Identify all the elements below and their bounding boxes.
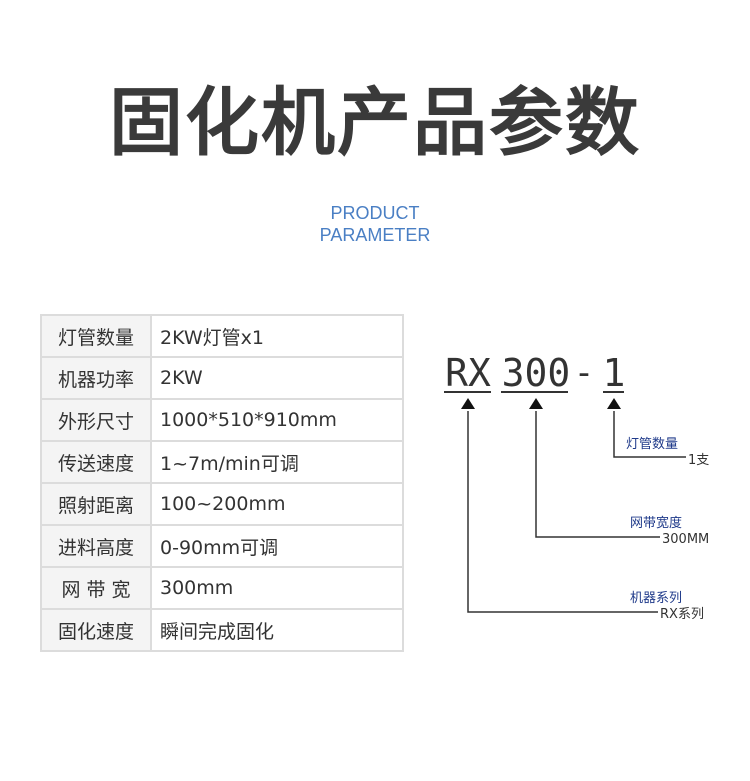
spec-key: 照射距离 — [40, 482, 152, 526]
annotation-lamp-value: 1支 — [688, 453, 709, 468]
pointer-triangle-icon — [607, 398, 621, 409]
spec-key: 传送速度 — [40, 440, 152, 484]
spec-value: 2KW — [150, 356, 404, 400]
table-row: 固化速度 瞬间完成固化 — [40, 608, 404, 652]
spec-value: 瞬间完成固化 — [150, 608, 404, 652]
model-series-code: RX — [445, 351, 491, 395]
model-code-diagram: RX 300 - 1 灯管数量 1支 网带宽度 300MM 机器系列 RX系列 — [444, 351, 709, 622]
leader-line-series — [467, 411, 658, 613]
leader-line-width — [535, 411, 660, 538]
spec-key: 网 带 宽 — [40, 566, 152, 610]
table-row: 照射距离 100~200mm — [40, 482, 404, 526]
spec-value: 2KW灯管x1 — [150, 314, 404, 358]
table-row: 进料高度 0-90mm可调 — [40, 524, 404, 568]
spec-value: 0-90mm可调 — [150, 524, 404, 568]
model-lamp-code: 1 — [603, 351, 626, 395]
model-separator: - — [574, 353, 594, 393]
page-subtitle: PRODUCT PARAMETER — [0, 202, 750, 246]
annotation-width-label: 网带宽度 — [630, 515, 682, 531]
spec-key: 固化速度 — [40, 608, 152, 652]
table-row: 外形尺寸 1000*510*910mm — [40, 398, 404, 442]
spec-key: 外形尺寸 — [40, 398, 152, 442]
spec-value: 1000*510*910mm — [150, 398, 404, 442]
annotation-lamp-label: 灯管数量 — [626, 437, 678, 452]
page-title: 固化机产品参数 — [109, 80, 641, 166]
spec-value: 300mm — [150, 566, 404, 610]
table-row: 传送速度 1~7m/min可调 — [40, 440, 404, 484]
annotation-series-value: RX系列 — [660, 607, 704, 622]
spec-key: 机器功率 — [40, 356, 152, 400]
pointer-triangle-icon — [529, 398, 543, 409]
table-row: 机器功率 2KW — [40, 356, 404, 400]
spec-key: 进料高度 — [40, 524, 152, 568]
pointer-triangle-icon — [461, 398, 475, 409]
annotation-series-label: 机器系列 — [630, 591, 682, 606]
table-row: 灯管数量 2KW灯管x1 — [40, 314, 404, 358]
spec-value: 100~200mm — [150, 482, 404, 526]
model-width-code: 300 — [502, 351, 571, 395]
subtitle-line-2: PARAMETER — [319, 225, 431, 245]
annotation-width-value: 300MM — [662, 532, 709, 547]
spec-table: 灯管数量 2KW灯管x1 机器功率 2KW 外形尺寸 1000*510*910m… — [40, 314, 404, 652]
spec-value: 1~7m/min可调 — [150, 440, 404, 484]
subtitle-line-1: PRODUCT — [330, 203, 420, 223]
leader-line-lamp — [613, 411, 686, 458]
table-row: 网 带 宽 300mm — [40, 566, 404, 610]
spec-key: 灯管数量 — [40, 314, 152, 358]
